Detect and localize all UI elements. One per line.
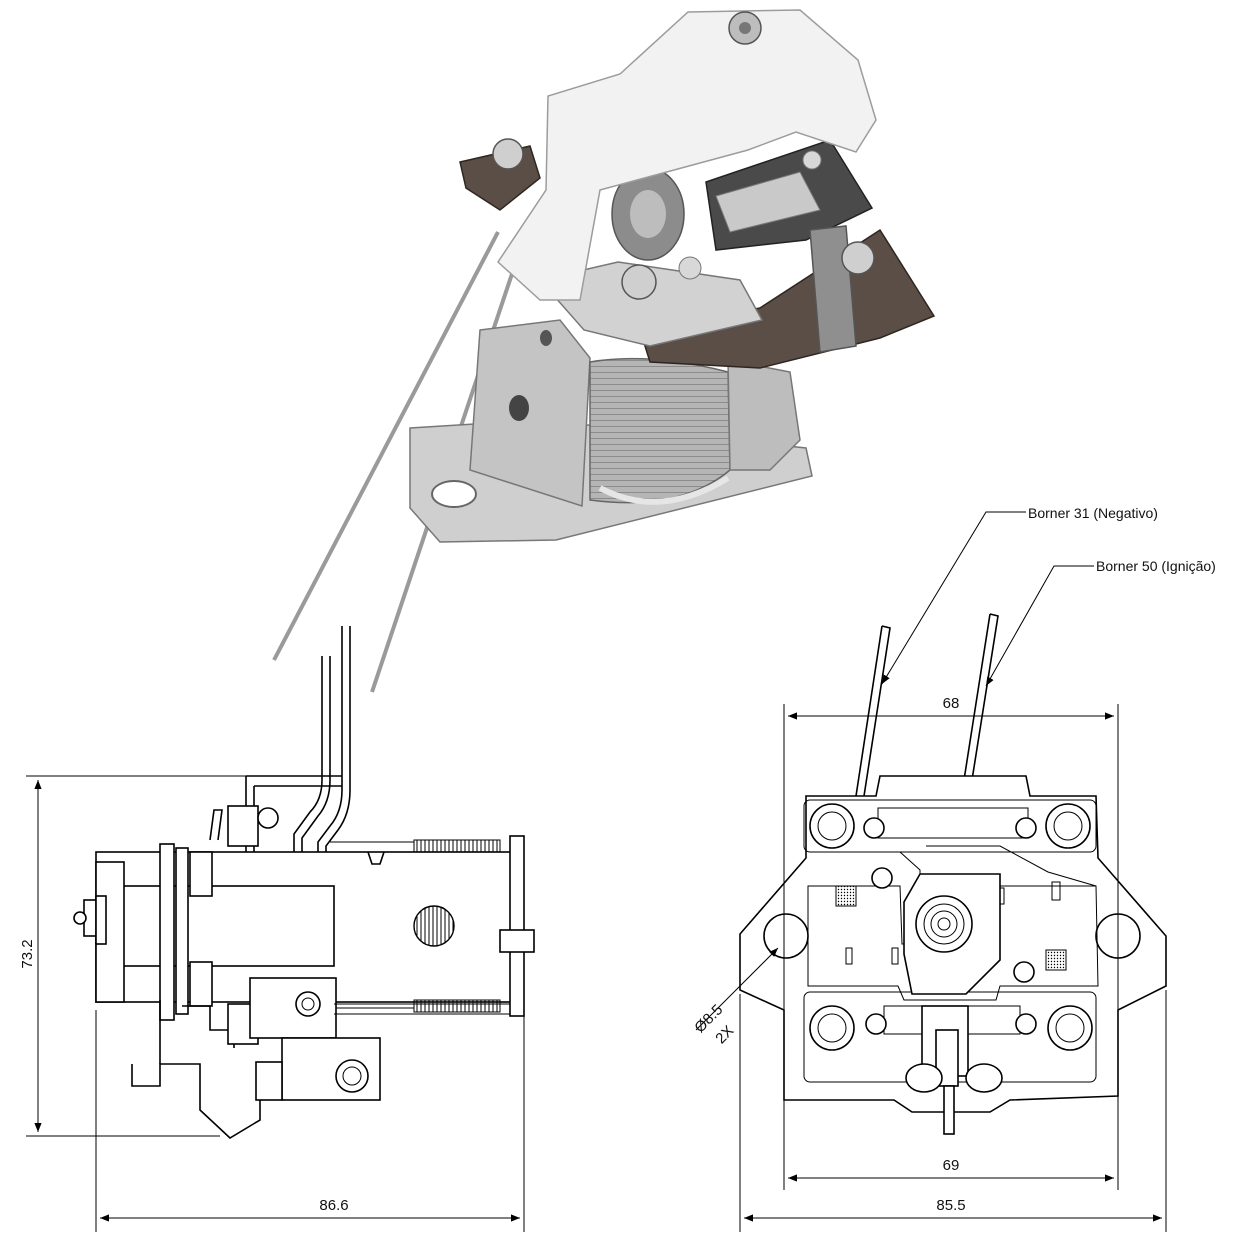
side-plate — [469, 319, 591, 508]
side-rivet — [413, 905, 455, 947]
front-dimensions: 68 69 85.5 Ø8.5 2X — [691, 695, 1167, 1232]
plastic-lever — [497, 9, 877, 301]
side-dimensions: 73.2 86.6 — [19, 775, 525, 1232]
callout-leader-50 — [985, 565, 1094, 687]
callouts: Borner 31 (Negativo) Borner 50 (Ignição) — [881, 505, 1216, 687]
side-wire-2 — [317, 626, 343, 852]
terminal-screw-left — [492, 138, 524, 170]
coil-winding-top — [413, 839, 501, 853]
front-view — [739, 613, 1167, 1135]
dim-69-label: 69 — [943, 1157, 960, 1174]
mount-hole-top-left — [809, 803, 855, 849]
front-wire-31 — [863, 625, 891, 797]
callout-borner-50: Borner 50 (Ignição) — [1096, 558, 1216, 574]
side-terminal-top — [227, 805, 259, 847]
product-photo — [272, 9, 936, 693]
coil — [589, 357, 731, 504]
dim-85-label: 85.5 — [936, 1197, 965, 1214]
dim-side-width-label: 86.6 — [319, 1197, 348, 1214]
side-wire-1 — [293, 656, 323, 852]
dim-height-label: 73.2 — [19, 939, 36, 968]
dim-hole-leader — [695, 947, 779, 1031]
mount-hole — [431, 480, 477, 508]
side-plunger-housing — [121, 885, 335, 967]
side-hole — [509, 395, 529, 421]
terminal-screw-center — [621, 264, 657, 300]
dim-hole-count: 2X — [712, 1022, 737, 1047]
mount-hole-top-right — [1045, 803, 1091, 849]
side-view — [73, 626, 535, 1139]
wire-left — [272, 231, 500, 661]
callout-borner-31: Borner 31 (Negativo) — [1028, 505, 1158, 521]
mount-hole-bottom-right — [1047, 1005, 1093, 1051]
front-wire-50 — [971, 613, 999, 781]
dim-68-label: 68 — [943, 695, 960, 712]
side-hole-left — [763, 913, 809, 959]
top-plate — [538, 261, 764, 347]
side-lower-bracket — [249, 977, 337, 1039]
terminal-screw-right — [841, 241, 875, 275]
coil-winding-bottom — [413, 999, 501, 1013]
callout-leader-31 — [881, 511, 1026, 685]
mount-hole-bottom-left — [809, 1005, 855, 1051]
